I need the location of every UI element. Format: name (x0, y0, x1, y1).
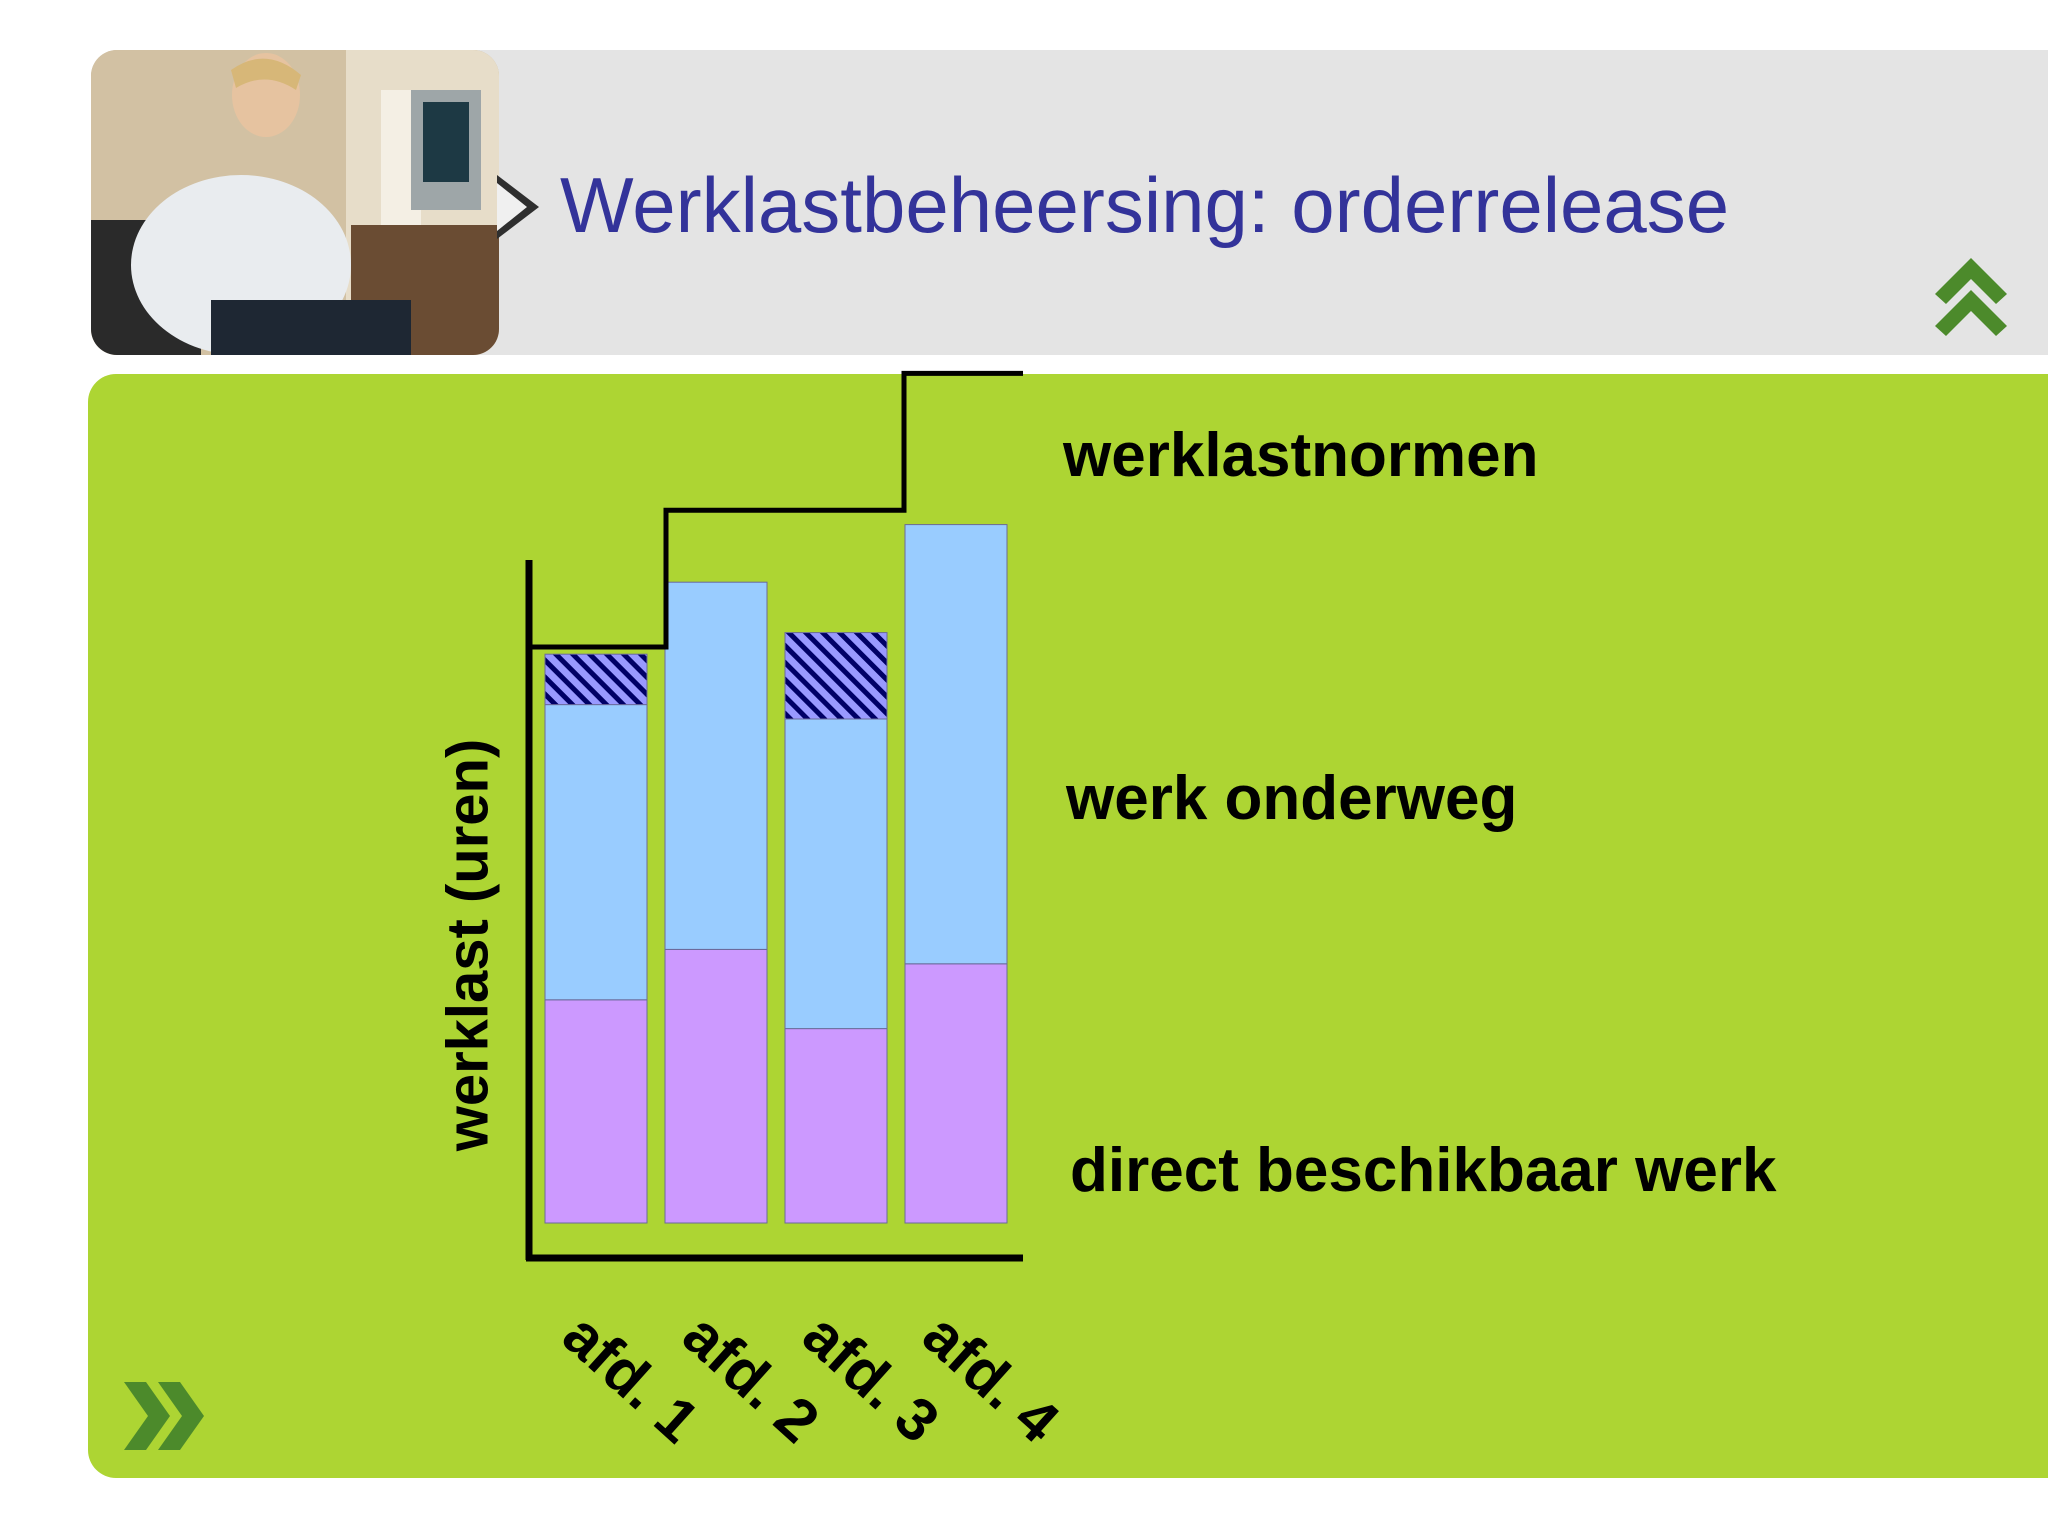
bar-segment-afd-2-series-2 (664, 581, 768, 950)
legend-werk-onderweg: werk onderweg (1066, 764, 1518, 833)
chevron-double-right-icon[interactable] (120, 1378, 208, 1454)
bar-segment-afd-4-series-1 (904, 963, 1008, 1224)
content-panel (88, 374, 2048, 1478)
legend-werklastnormen: werklastnormen (1063, 421, 1539, 490)
bar-segment-afd-1-series-3 (544, 653, 648, 706)
bar-segment-afd-3-series-3 (784, 632, 888, 720)
legend-direct-beschikbaar-werk: direct beschikbaar werk (1070, 1136, 1777, 1205)
bar-segment-afd-4-series-2 (904, 524, 1008, 965)
y-axis-label: werklast (uren) (435, 738, 501, 1152)
bar-segment-afd-2-series-1 (664, 948, 768, 1224)
photo-pointer-inner (497, 183, 527, 231)
bar-segment-afd-3-series-2 (784, 718, 888, 1030)
werklastnormen-step-line (529, 370, 1023, 650)
bar-segment-afd-1-series-2 (544, 704, 648, 1001)
slide-title: Werklastbeheersing: orderrelease (560, 161, 1730, 249)
chevron-double-up-icon[interactable] (1930, 250, 2012, 336)
bar-segment-afd-1-series-1 (544, 999, 648, 1224)
header-photo (91, 50, 499, 355)
bar-segment-afd-3-series-1 (784, 1028, 888, 1224)
